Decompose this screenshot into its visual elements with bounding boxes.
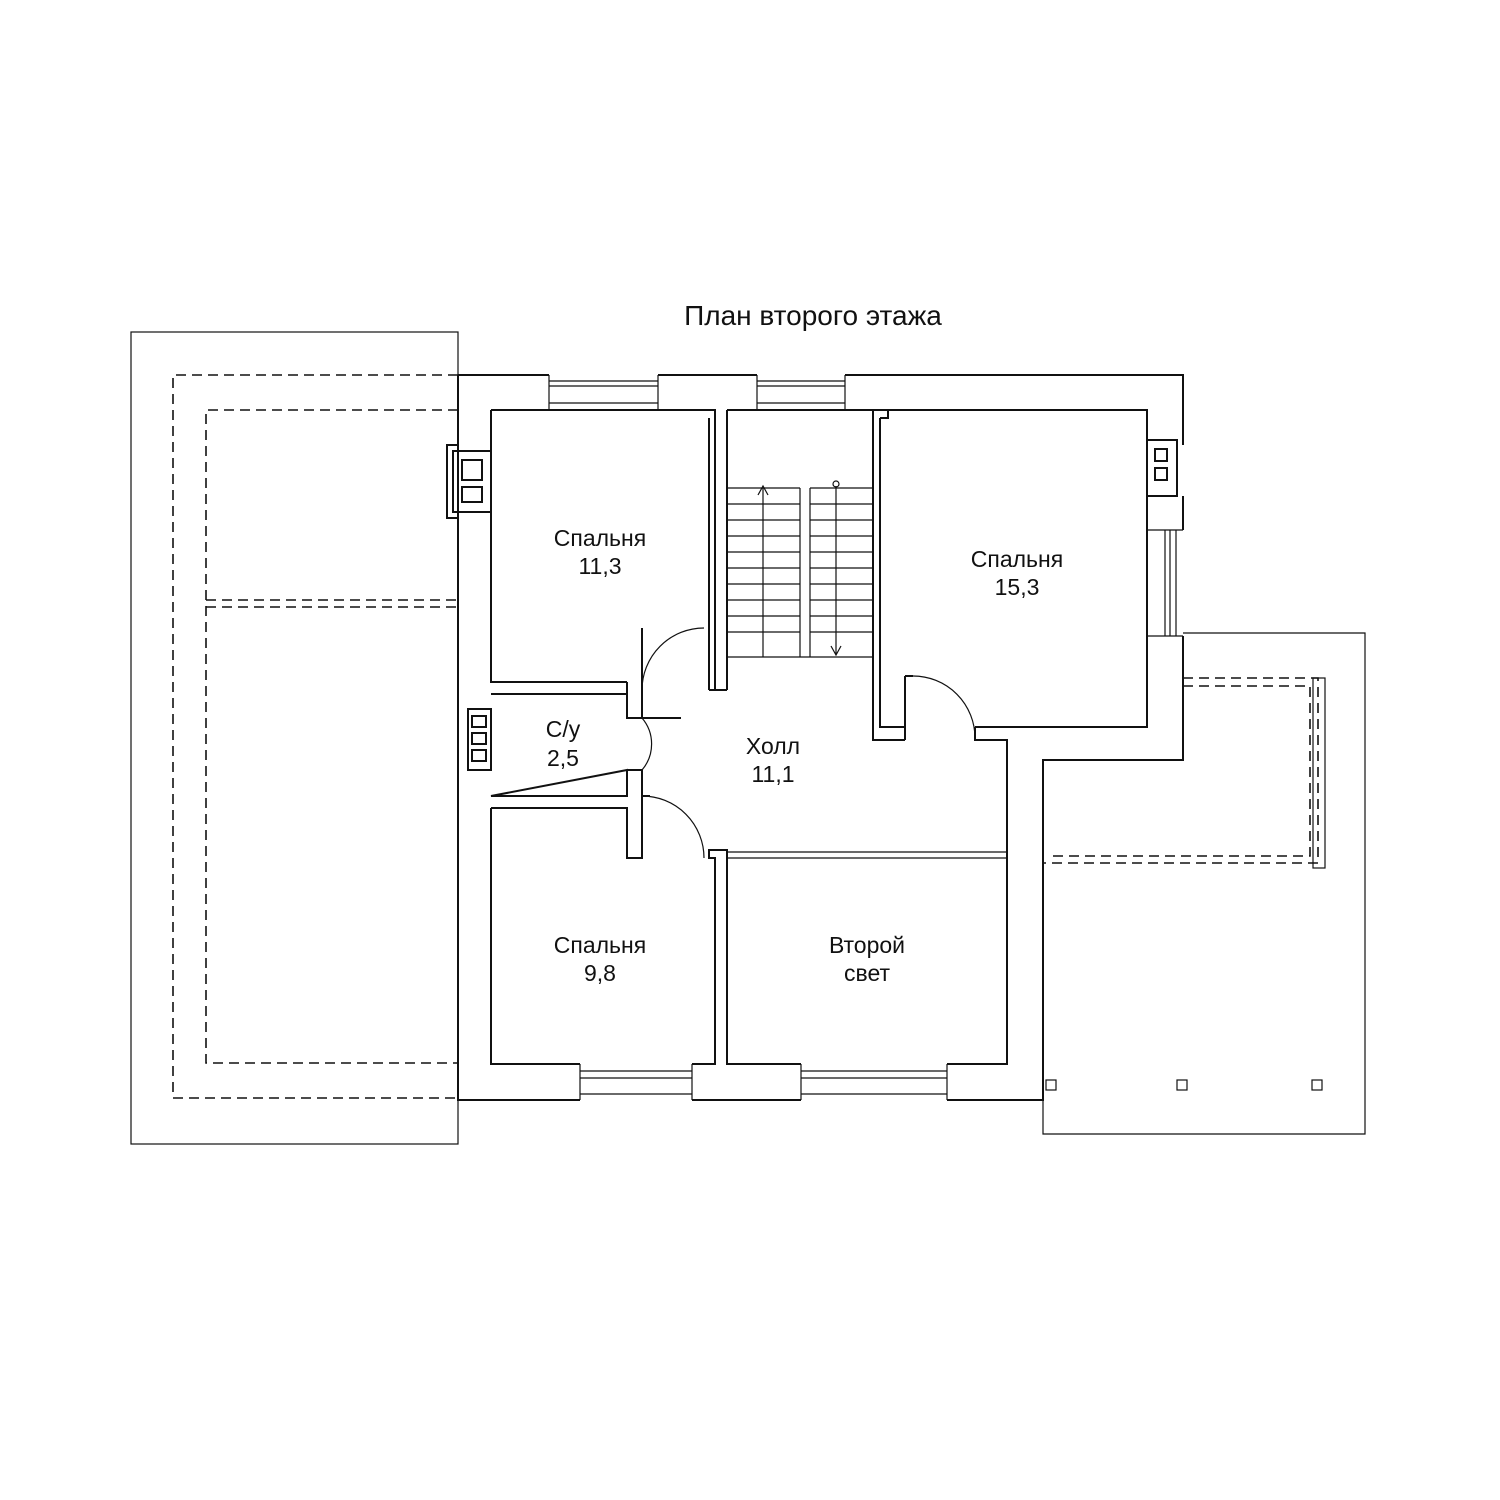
window-right: [1147, 529, 1183, 637]
stair-start-marker: [832, 480, 840, 488]
exterior-wall-outer: [457, 374, 1184, 1101]
vent-flue-4: [471, 732, 487, 745]
vent-flue-7: [1154, 467, 1168, 481]
bathroom-walls: [490, 693, 628, 797]
partition-bedroom1-stair: [708, 418, 727, 691]
door-arc-bathroom: [641, 717, 653, 771]
hall-name: Холл: [746, 733, 800, 759]
wall-stub-bedroom1: [626, 682, 643, 719]
door-arc-bedroom1: [641, 627, 705, 691]
vent-block-right: [1147, 439, 1178, 497]
stair-hall-walls: [727, 409, 905, 741]
left-roof-outline: [130, 331, 459, 1145]
vent-block-left-top: [446, 444, 458, 519]
partition-stair-bedroom2: [879, 418, 905, 728]
wall-stub-bathroom: [627, 769, 643, 796]
door-arc-bedroom3: [641, 795, 705, 859]
vent-flue-5: [471, 749, 487, 762]
vent-flue-6: [1154, 448, 1168, 462]
door-arc-bedroom2: [912, 675, 976, 739]
bedroom3-area: 9,8: [584, 960, 616, 986]
post-2: [1176, 1079, 1188, 1091]
window-top-right: [756, 375, 846, 410]
hall-east-wall: [947, 727, 1008, 1065]
window-bottom-left: [579, 1064, 693, 1100]
bathroom-name: С/у: [546, 716, 581, 742]
window-bottom-right: [800, 1064, 948, 1100]
post-1: [1045, 1079, 1057, 1091]
left-roof-dash-inner: [205, 409, 458, 1064]
post-3: [1311, 1079, 1323, 1091]
stair-divider: [799, 488, 811, 657]
vent-flue-2: [461, 486, 483, 503]
stair-arrow-up: [757, 484, 769, 657]
bedroom1-name: Спальня: [554, 525, 646, 551]
bedroom1-area: 11,3: [578, 553, 621, 579]
vent-flue-1: [461, 459, 483, 481]
bedroom2-corner: [873, 409, 889, 419]
bedroom2-area: 15,3: [995, 574, 1040, 600]
second-light-railing: [727, 851, 1007, 859]
right-roof-dash-outer: [1043, 677, 1319, 864]
bathroom-area: 2,5: [547, 745, 579, 771]
vent-block-left-bottom: [467, 708, 492, 771]
hall-area: 11,1: [751, 761, 794, 787]
window-top-left: [548, 375, 659, 410]
bedroom3-name: Спальня: [554, 932, 646, 958]
left-roof-dash-ridge: [206, 599, 458, 608]
plan-title: План второго этажа: [684, 300, 942, 331]
door-leaf-bedroom2: [904, 675, 913, 740]
right-roof-dash-end: [1312, 677, 1326, 869]
right-roof-dash-inner: [1050, 685, 1311, 857]
second-light-line2: свет: [844, 960, 890, 986]
vent-flue-3: [471, 715, 487, 728]
bedroom3-walls: [490, 796, 801, 1065]
stair-arrow-down: [830, 486, 842, 657]
bedroom2-name: Спальня: [971, 546, 1063, 572]
second-light-line1: Второй: [829, 932, 905, 958]
left-roof-dash-outer: [172, 374, 458, 1099]
right-roof-outline: [1042, 632, 1366, 1135]
bedroom1-walls: [490, 409, 728, 690]
